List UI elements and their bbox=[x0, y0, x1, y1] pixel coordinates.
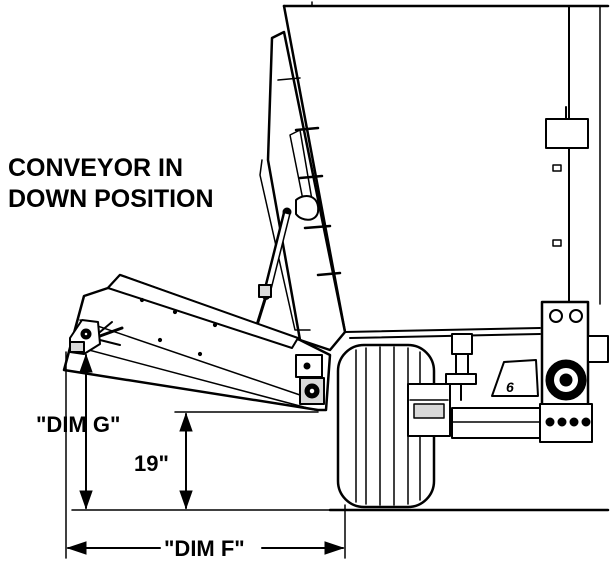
box-access-panel bbox=[545, 118, 589, 149]
hydraulic-cylinder bbox=[233, 195, 320, 379]
decal-number: 6 bbox=[506, 379, 514, 395]
lift-frame bbox=[259, 30, 347, 352]
decal-plate bbox=[491, 359, 539, 397]
conveyor-discharge bbox=[69, 319, 124, 355]
drive-shaft bbox=[451, 407, 543, 439]
conveyor-arm bbox=[62, 273, 332, 412]
title-line-2: DOWN POSITION bbox=[8, 185, 214, 213]
chassis: 6 bbox=[407, 300, 609, 443]
height-19-dimension bbox=[174, 411, 319, 510]
dim-g-label: "DIM G" bbox=[36, 412, 120, 437]
dim-f-dimension bbox=[65, 351, 346, 559]
dim-f-label: "DIM F" bbox=[164, 536, 245, 561]
dim-g-dimension bbox=[79, 353, 93, 510]
title-line-1: CONVEYOR IN bbox=[8, 154, 183, 182]
height-19-label: 19" bbox=[134, 451, 169, 476]
mixer-box bbox=[282, 1, 610, 339]
